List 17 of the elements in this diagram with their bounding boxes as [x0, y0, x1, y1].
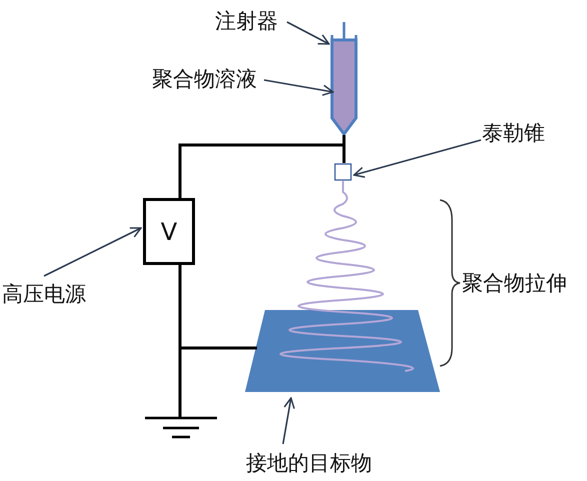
leader-arrow [286, 21, 330, 45]
stretch-label: 聚合物拉伸 [462, 270, 567, 297]
wire [178, 144, 343, 198]
leader-arrow [264, 79, 334, 96]
taylor-cone-label: 泰勒锥 [482, 118, 552, 148]
collector-plate [245, 310, 440, 392]
solution-label: 聚合物溶液 [152, 64, 262, 94]
collector-label: 接地的目标物 [246, 448, 386, 478]
leader-arrow [353, 139, 482, 178]
power-supply-label: 高压电源 [2, 279, 94, 309]
voltage-source-box: V [143, 198, 195, 265]
fiber-jet [282, 181, 412, 372]
wire [178, 265, 257, 350]
taylor-cone-box [334, 163, 352, 181]
leader-arrow [44, 227, 142, 277]
syringe-label: 注射器 [215, 6, 285, 36]
leader-arrow [282, 397, 295, 444]
